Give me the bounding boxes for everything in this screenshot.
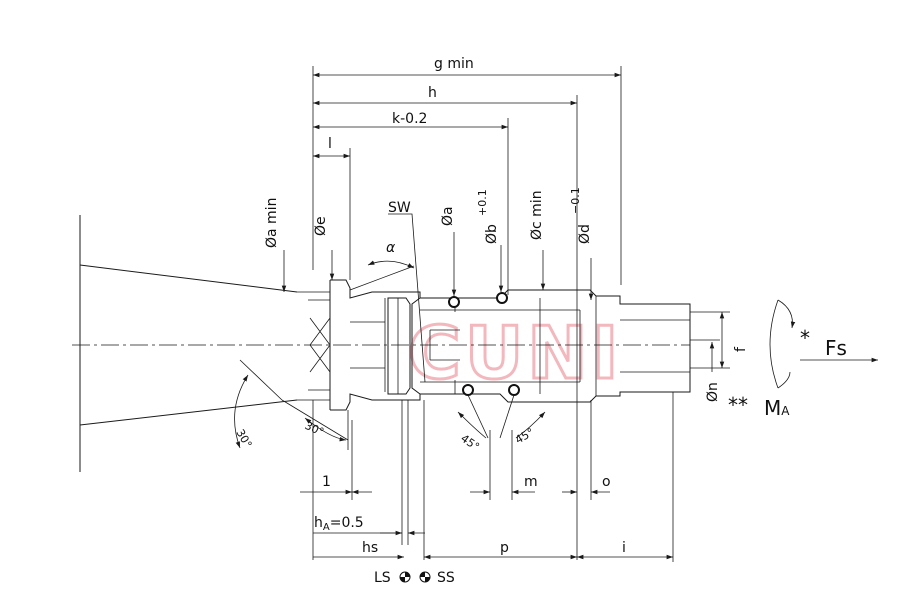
dim-g-min: g min xyxy=(312,56,622,285)
label-g-min: g min xyxy=(434,56,474,72)
label-i: i xyxy=(622,540,626,556)
label-ma: MA xyxy=(764,396,790,420)
dim-e: Øe xyxy=(313,216,335,280)
ss-symbol xyxy=(419,571,431,583)
dim-h: h xyxy=(313,85,578,560)
dim-p: p xyxy=(424,540,577,560)
label-e: Øe xyxy=(313,216,329,236)
dim-one: 1 xyxy=(300,420,372,500)
label-k: k-0.2 xyxy=(392,111,427,127)
label-m: m xyxy=(524,474,538,490)
dim-k: k-0.2 xyxy=(313,111,509,295)
dim-o: o xyxy=(562,400,611,500)
label-ha: hA=0.5 xyxy=(314,515,364,533)
label-ls: LS xyxy=(374,570,391,586)
dim-n: Øn xyxy=(690,339,721,402)
label-ma-star: ** xyxy=(728,393,748,417)
label-f: f xyxy=(733,346,749,352)
dim-d: Ød −0.1 xyxy=(569,187,594,300)
dim-angle-45-left: 45° xyxy=(457,394,489,454)
ls-ss-markers: LS SS xyxy=(374,570,455,586)
dim-m: m xyxy=(470,430,538,500)
dim-a-min: Øa min xyxy=(264,198,287,292)
label-o: o xyxy=(602,474,611,490)
dim-c-min: Øc min xyxy=(529,190,546,290)
dim-angle-45-right: 45° xyxy=(499,394,546,447)
dim-ha: hA=0.5 xyxy=(313,400,425,545)
dim-l: l xyxy=(313,136,351,280)
label-angle-30b: 30° xyxy=(303,419,326,439)
o-ring-bottom-left xyxy=(462,384,474,396)
label-d-tol: −0.1 xyxy=(569,187,582,214)
label-a: Øa xyxy=(440,206,456,226)
o-ring-bottom-right xyxy=(508,384,520,396)
label-hs: hs xyxy=(362,540,378,556)
dim-b: Øb +0.1 xyxy=(476,189,504,292)
label-l: l xyxy=(328,136,332,152)
label-a-min: Øa min xyxy=(264,198,280,248)
label-h: h xyxy=(428,85,437,101)
label-fs: Fs xyxy=(825,336,847,360)
dim-hs: hs xyxy=(312,400,425,560)
dim-angle-30-bore: 30° xyxy=(281,399,349,450)
label-alpha: α xyxy=(386,240,396,256)
label-ha-h: h xyxy=(314,515,323,531)
dim-i: i xyxy=(577,392,674,562)
dim-a: Øa xyxy=(440,206,457,296)
ls-symbol xyxy=(399,571,411,583)
force-torque: * Fs ** MA xyxy=(728,299,878,420)
label-angle-30a: 30° xyxy=(233,427,254,450)
dim-sw: SW xyxy=(388,200,426,383)
label-ha-val: =0.5 xyxy=(330,515,364,531)
label-ss: SS xyxy=(437,570,455,586)
label-angle-45a: 45° xyxy=(458,432,481,454)
label-ha-sub: A xyxy=(323,522,330,533)
label-sw: SW xyxy=(388,200,411,216)
fitting-body xyxy=(308,279,421,411)
dim-alpha: α xyxy=(349,240,415,291)
label-one: 1 xyxy=(322,474,331,490)
label-ma-m: M xyxy=(764,396,781,420)
label-angle-45b: 45° xyxy=(513,426,536,447)
o-ring-top-right xyxy=(496,292,508,304)
label-ma-sub: A xyxy=(781,404,790,418)
label-b-tol: +0.1 xyxy=(476,189,489,216)
dim-f: f xyxy=(690,311,749,369)
label-c-min: Øc min xyxy=(529,190,545,240)
label-n: Øn xyxy=(705,382,721,402)
o-ring-top-left xyxy=(448,296,460,308)
label-p: p xyxy=(500,540,509,556)
cone-body xyxy=(79,215,330,472)
label-b: Øb xyxy=(484,224,500,244)
label-d: Ød xyxy=(577,224,593,244)
dim-angle-30-cone: 30° xyxy=(233,359,283,450)
label-fs-star: * xyxy=(800,326,810,350)
